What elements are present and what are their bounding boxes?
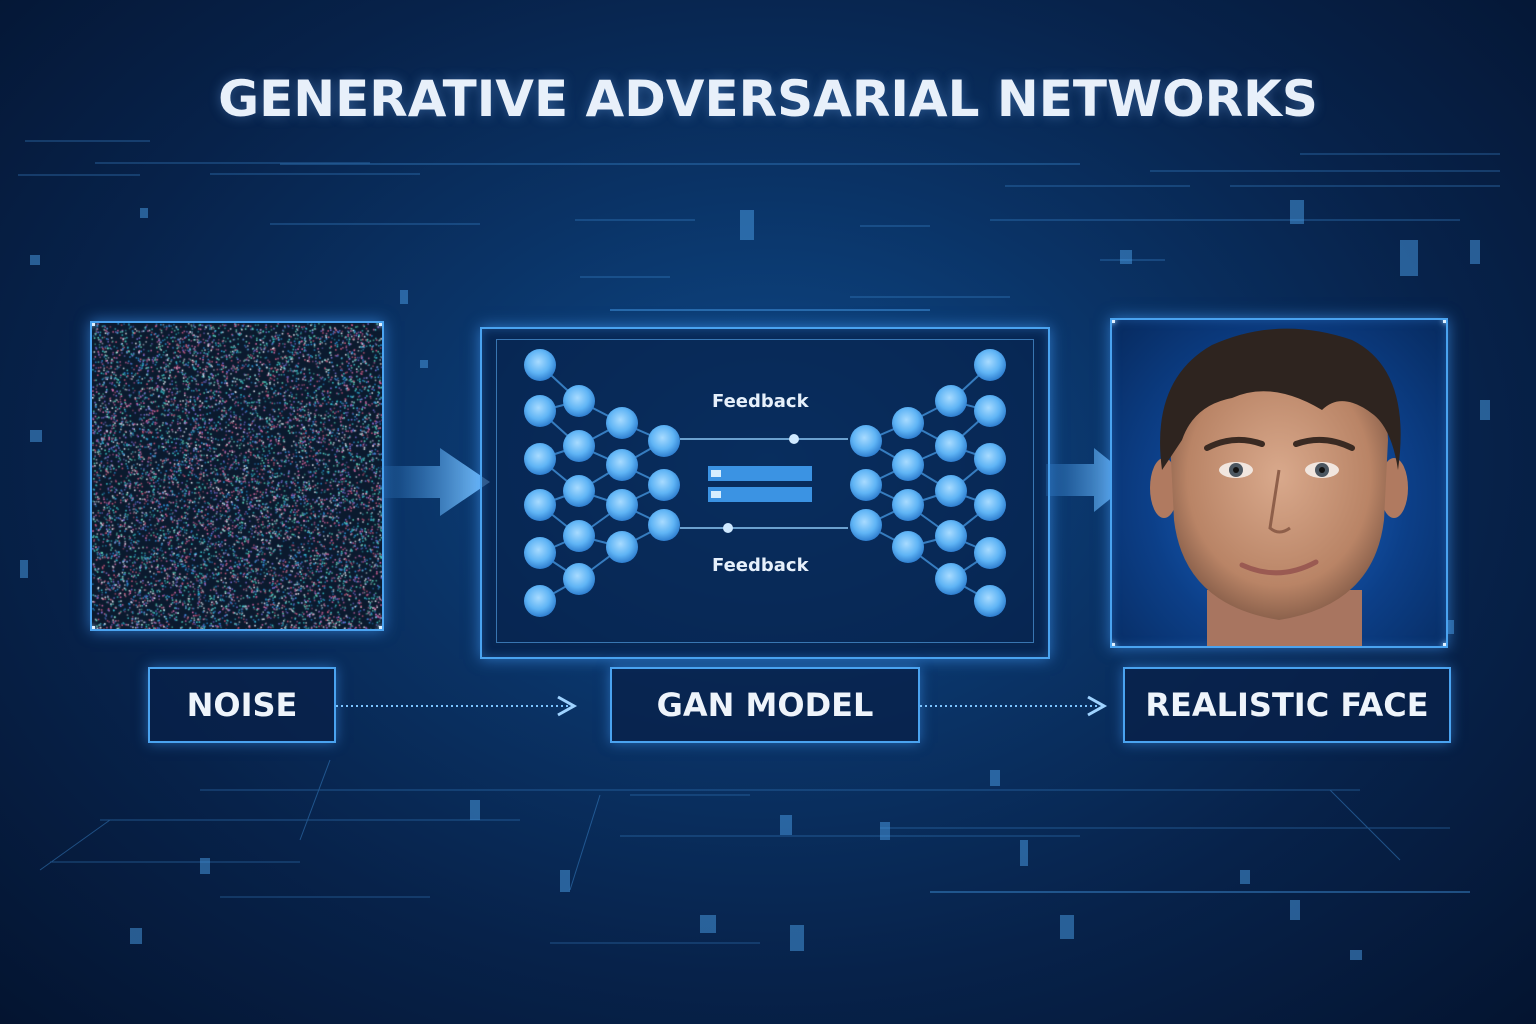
feedback-label-bottom: Feedback	[712, 555, 809, 576]
page-title: GENERATIVE ADVERSARIAL NETWORKS	[218, 70, 1318, 128]
gan-model-panel: Feedback Feedback	[480, 327, 1050, 659]
gan-model-label: GAN MODEL	[610, 667, 920, 743]
neural-network-diagram	[524, 349, 1006, 617]
panel-corner	[379, 323, 382, 326]
face-portrait	[1150, 328, 1408, 646]
panel-corner	[1443, 320, 1446, 323]
panel-corner	[379, 626, 382, 629]
arrow-right-icon	[380, 448, 490, 516]
panel-corner	[92, 323, 95, 326]
panel-corner	[1443, 643, 1446, 646]
dotted-arrow-icon	[920, 695, 1108, 717]
realistic-face-label: REALISTIC FACE	[1123, 667, 1451, 743]
panel-corner	[92, 626, 95, 629]
realistic-face-panel	[1110, 318, 1448, 648]
noise-label: NOISE	[148, 667, 336, 743]
feedback-label-top: Feedback	[712, 391, 809, 412]
panel-corner	[1112, 643, 1115, 646]
panel-corner	[1112, 320, 1115, 323]
noise-image-panel	[90, 321, 384, 631]
dotted-arrow-icon	[336, 695, 578, 717]
gan-inner-frame	[496, 339, 1034, 643]
noise-image	[92, 323, 382, 629]
